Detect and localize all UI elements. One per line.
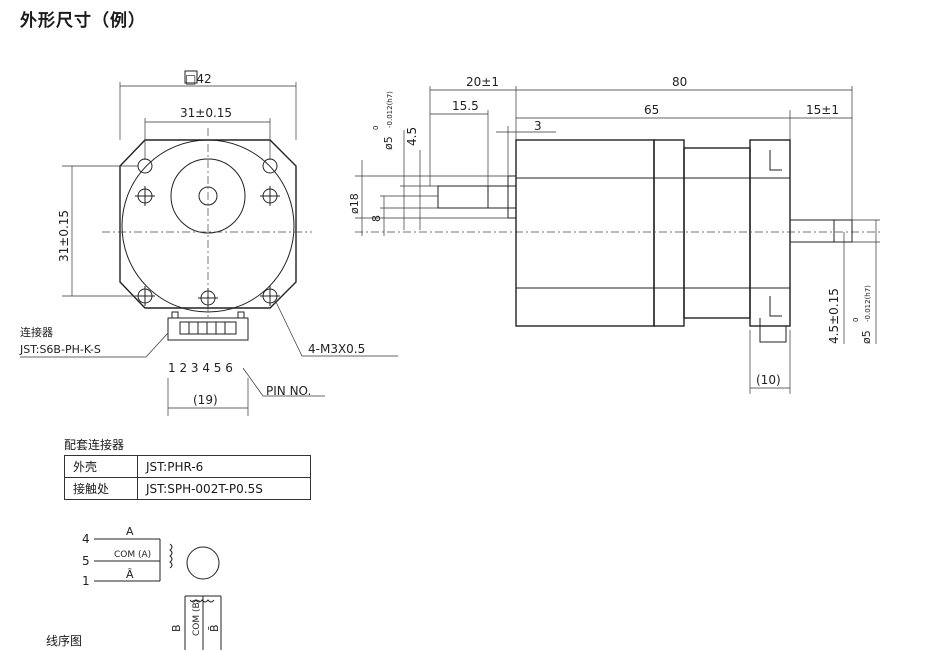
front-shaft [437, 185, 517, 209]
bolt-pitch-horizontal: 31±0.15 [180, 106, 232, 120]
page-title: 外形尺寸（例） [20, 11, 146, 31]
mating-connector-table: 外壳 JST:PHR-6 接触处 JST:SPH-002T-P0.5S [64, 455, 311, 500]
mount-hole-tl [137, 158, 153, 174]
pilot-boss [170, 158, 246, 234]
com-a: COM (A) [114, 550, 151, 560]
phase-b-bar: B̄ [208, 624, 221, 632]
pilot-ring [507, 175, 517, 219]
pin-4: 4 [82, 532, 90, 546]
phase-a-bar: Ā [126, 568, 134, 581]
coil-b [189, 599, 215, 603]
coil-a [169, 543, 173, 569]
rear-tol-lower: -0.012(h7) [864, 285, 872, 322]
pin-5: 5 [82, 554, 90, 568]
front-view: □42 31±0.15 31±0.15 连接器 JST:S6B-PH-K-S 1… [19, 70, 398, 416]
mating-connector-title: 配套连接器 [64, 438, 125, 452]
rear-tol-upper: 0 [852, 318, 860, 322]
rear-flat-dim: 4.5±0.15 [827, 288, 841, 344]
flat-offset: 3 [534, 119, 542, 133]
wiring-diagram: 4 5 1 A COM (A) Ā B COM (B) B̄ [82, 525, 222, 650]
front-shaft-diameter: ø5 [382, 136, 395, 150]
pin-no-label: PIN NO. [266, 384, 311, 398]
pilot-diameter: ø18 [348, 193, 361, 214]
housing-label: 外壳 [64, 455, 138, 478]
connector-width: (19) [193, 393, 218, 407]
body-length: 65 [644, 103, 659, 117]
wiring-caption: 线序图 [46, 634, 83, 648]
side-view: 80 20±1 15.5 65 15±1 3 ø18 8 4.5 ø5 [348, 75, 880, 394]
rear-shaft-diameter: ø5 [860, 330, 873, 344]
flat-length: 15.5 [452, 99, 479, 113]
square-symbol [184, 70, 198, 84]
motor-face-outline [119, 139, 297, 309]
front-tol-lower: -0.012(h7) [386, 91, 394, 128]
shaft-length: 20±1 [466, 75, 499, 89]
pin-1: 1 [82, 574, 90, 588]
table-row: 接触处 JST:SPH-002T-P0.5S [64, 477, 311, 500]
com-b: COM (B) [192, 599, 202, 636]
connector-body [167, 317, 249, 341]
hole-crosshairs [135, 186, 280, 308]
connector-label: 连接器 [20, 326, 53, 339]
housing-value: JST:PHR-6 [137, 455, 311, 478]
rear-shaft-length: 15±1 [806, 103, 839, 117]
motor-body-rear [683, 147, 751, 319]
motor-body-mid [653, 139, 685, 327]
motor-body-front [515, 139, 655, 327]
phase-a: A [126, 525, 134, 538]
connector-pins [179, 321, 237, 335]
table-row: 外壳 JST:PHR-6 [64, 455, 311, 478]
eight-dim: 8 [370, 215, 383, 222]
connector-depth: (10) [756, 373, 781, 387]
total-length: 80 [672, 75, 687, 89]
square-size: □42 [185, 72, 212, 86]
flat-depth: 4.5 [405, 127, 419, 146]
front-tol-upper: 0 [372, 126, 380, 130]
contact-value: JST:SPH-002T-P0.5S [137, 477, 311, 500]
rotor-symbol [186, 546, 220, 580]
pin-numbers: 1 2 3 4 5 6 [168, 361, 233, 375]
bolt-pitch-vertical: 31±0.15 [57, 210, 71, 262]
rear-shaft [789, 219, 853, 243]
screw-spec: 4-M3X0.5 [308, 342, 365, 356]
contact-label: 接触处 [64, 477, 138, 500]
phase-b: B [170, 624, 183, 632]
connector-model: JST:S6B-PH-K-S [19, 343, 101, 356]
